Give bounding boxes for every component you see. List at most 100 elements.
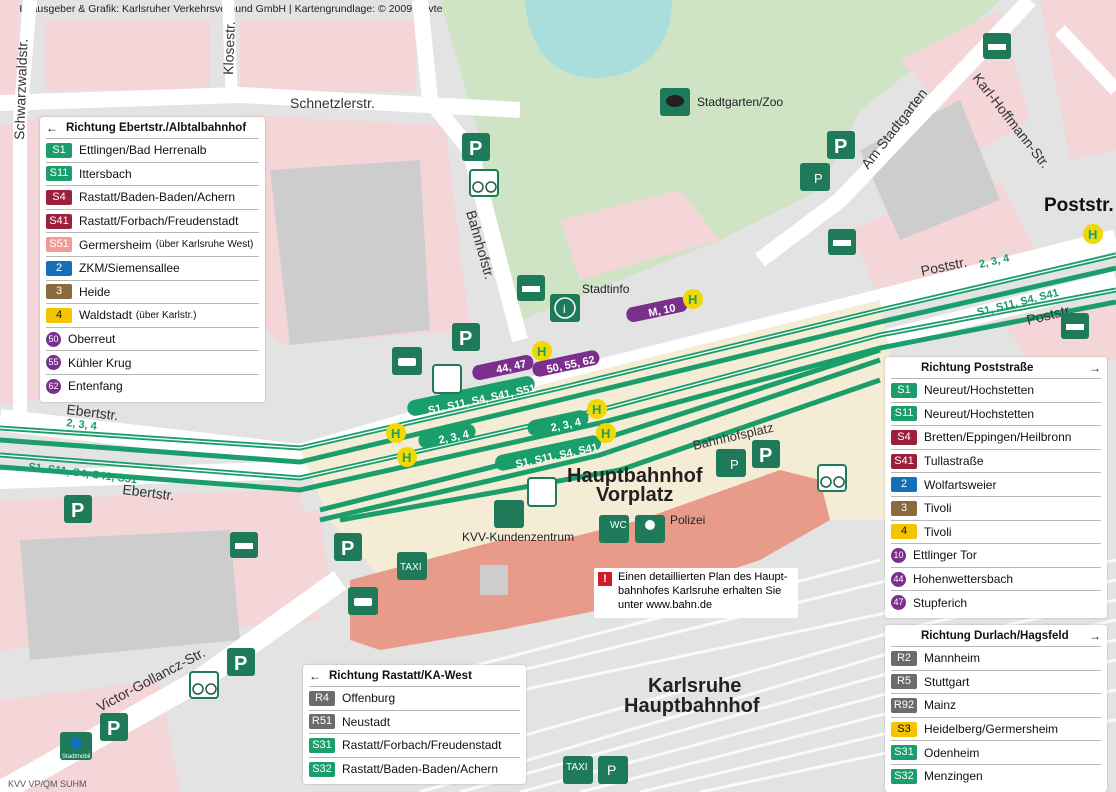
svg-text:P: P xyxy=(469,138,482,160)
tram-stop-234-b: 2, 3, 4 H xyxy=(527,399,607,436)
line-badge: S51 xyxy=(46,237,72,253)
destination-label: Rastatt/Forbach/Freudenstadt xyxy=(79,214,239,229)
warning-icon: ! xyxy=(598,572,612,586)
line-badge: S31 xyxy=(891,745,917,761)
destination-note: (über Karlstr.) xyxy=(135,309,197,321)
destination-label: Rastatt/Baden-Baden/Achern xyxy=(342,762,499,777)
svg-text:P: P xyxy=(71,500,84,522)
line-badge: 50 xyxy=(46,331,61,347)
route-list-item: 47 Stupferich xyxy=(891,590,1101,614)
line-badge: R51 xyxy=(309,714,335,730)
line-badge: R5 xyxy=(891,674,917,690)
line-badge: R4 xyxy=(309,690,335,706)
route-list-item: S41 Rastatt/Forbach/Freudenstadt xyxy=(46,208,259,233)
destination-label: Waldstadt xyxy=(79,308,132,323)
line-badge: S11 xyxy=(46,166,72,182)
destination-label: Odenheim xyxy=(924,745,980,760)
svg-text:H: H xyxy=(592,402,601,417)
destination-label: Stupferich xyxy=(913,595,968,610)
arrow-right-icon: → xyxy=(1089,629,1101,643)
svg-text:P: P xyxy=(607,762,616,778)
street-label-schnetzlerstr: Schnetzlerstr. xyxy=(290,95,375,111)
tram-stop-234-a: 2, 3, 4 H xyxy=(397,423,476,467)
route-list-item: S4 Bretten/Eppingen/Heilbronn xyxy=(891,425,1101,449)
destination-label: Neureut/Hochstetten xyxy=(924,383,1035,398)
svg-text:P: P xyxy=(730,457,739,472)
info-icon: i xyxy=(550,294,580,322)
bus-stop-m10: M, 10 H xyxy=(626,289,703,322)
svg-text:TAXI: TAXI xyxy=(400,562,421,573)
line-badge: R92 xyxy=(891,697,917,713)
accessible-parking-icon: P xyxy=(716,449,746,477)
destination-label: Ettlinger Tor xyxy=(913,548,977,563)
car-sharing-icon xyxy=(392,347,422,375)
destination-label: Neureut/Hochstetten xyxy=(924,406,1035,421)
taxi-bottom-icon: TAXI xyxy=(563,756,593,784)
route-list-item: S32 Rastatt/Baden-Baden/Achern xyxy=(309,756,520,781)
destination-label: ZKM/Siemensallee xyxy=(79,261,180,276)
route-list-item: 44 Hohenwettersbach xyxy=(891,566,1101,591)
zoo-icon xyxy=(660,88,690,116)
place-label-stadtgarten: Stadtgarten/Zoo xyxy=(697,95,783,109)
hotel-icon xyxy=(983,33,1011,59)
svg-text:P: P xyxy=(834,136,847,158)
svg-text:Stadtmobil: Stadtmobil xyxy=(62,754,90,760)
destination-label: Ettlingen/Bad Herrenalb xyxy=(79,143,207,158)
police-icon xyxy=(635,515,665,543)
destination-label: Menzingen xyxy=(924,769,983,784)
parking-icon: P xyxy=(752,440,780,468)
line-badge: 44 xyxy=(891,571,906,587)
street-label-klosestr: Klosestr. xyxy=(220,21,238,75)
parking-icon: P xyxy=(334,533,362,561)
svg-text:H: H xyxy=(391,426,400,441)
destination-label: Bretten/Eppingen/Heilbronn xyxy=(924,430,1072,445)
line-badge: S32 xyxy=(309,761,335,777)
panel-title: Richtung Poststraße xyxy=(921,362,1034,374)
arrow-right-icon: → xyxy=(1089,361,1101,375)
line-badge: S4 xyxy=(891,429,917,445)
parking-icon: P xyxy=(827,131,855,159)
station-forecourt xyxy=(300,300,900,600)
destination-label: Mainz xyxy=(924,698,957,713)
street-label-ebertstr-2: Ebertstr. xyxy=(122,481,176,503)
svg-text:TAXI: TAXI xyxy=(566,762,587,773)
kvv-logo-icon xyxy=(494,500,524,528)
panel-title: Richtung Durlach/Hagsfeld xyxy=(921,630,1069,642)
line-badge: S41 xyxy=(46,213,72,229)
route-list-item: R92 Mainz xyxy=(891,693,1101,717)
line-badge: S3 xyxy=(891,721,917,737)
ticket-machine-icon xyxy=(527,477,557,507)
taxi-icon: TAXI xyxy=(397,552,427,580)
parking-icon: P xyxy=(64,495,92,523)
line-badge: 47 xyxy=(891,595,906,611)
destination-label: Hohenwettersbach xyxy=(913,572,1014,587)
place-label-stadtinfo: Stadtinfo xyxy=(582,282,630,296)
street-label-poststr-bold: Poststr. xyxy=(1044,195,1114,216)
park-and-ride-icon: P xyxy=(598,756,628,784)
svg-text:P: P xyxy=(234,653,247,675)
svg-text:WC: WC xyxy=(610,520,627,531)
svg-text:H: H xyxy=(402,450,411,465)
place-label-vorplatz-2: Vorplatz xyxy=(596,484,673,506)
ticket-machine-icon xyxy=(432,364,462,394)
svg-text:H: H xyxy=(1088,227,1097,242)
line-badge: 4 xyxy=(891,524,917,540)
